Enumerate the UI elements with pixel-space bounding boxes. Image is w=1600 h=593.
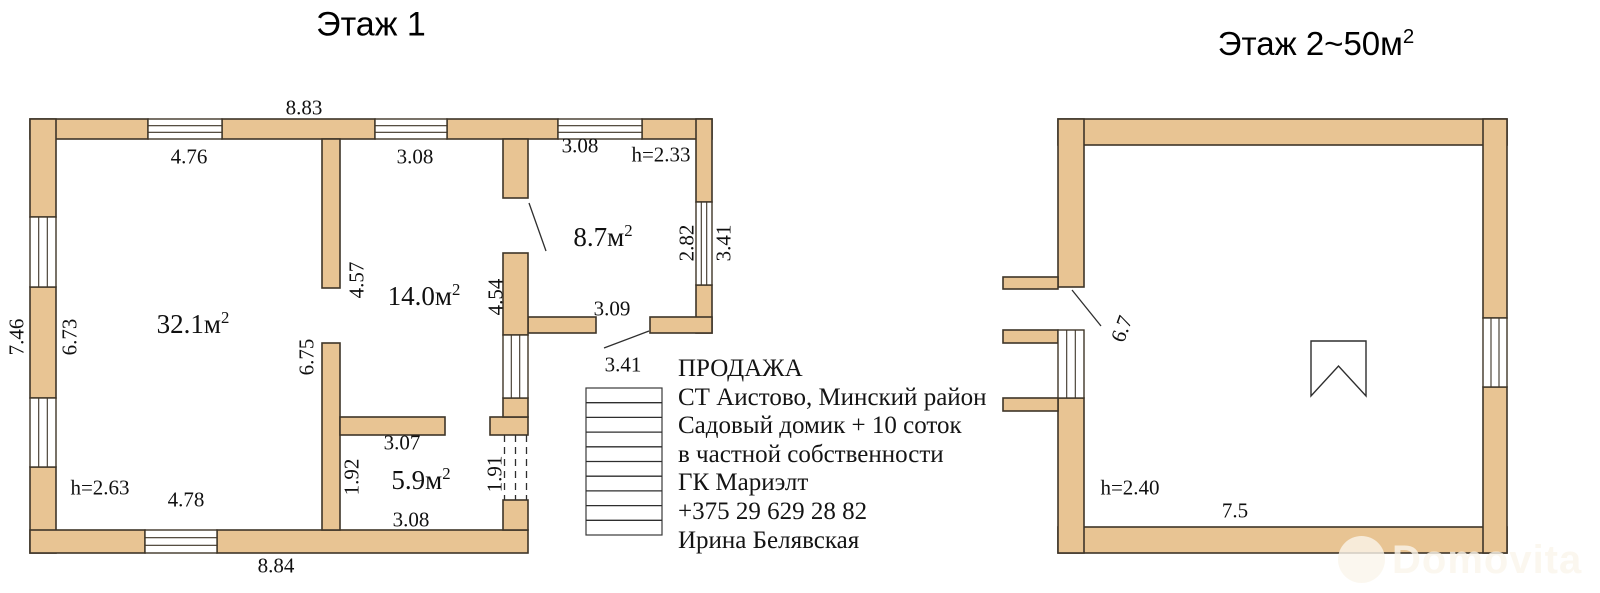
dimension-label: 3.09 [593, 296, 631, 321]
f1-left-wall-seg1 [29, 118, 57, 218]
room-area-label: 14.0м2 [387, 280, 461, 311]
room-area-label: 5.9м2 [391, 464, 451, 495]
f2-right-wall-seg2 [1482, 386, 1508, 554]
dimension-label: 4.54 [483, 278, 508, 316]
dimension-label: 3.08 [561, 133, 599, 158]
f1-top-window-right [557, 118, 643, 140]
dimension-label: 1.91 [482, 455, 507, 493]
f1-top-wall-seg3 [446, 118, 559, 140]
f1-interior-wall3-seg4 [502, 499, 529, 531]
room-area-label: 32.1м2 [156, 308, 230, 339]
f2-wall-stub-bottom [1002, 397, 1059, 412]
f1-interior-wall2-block [489, 416, 529, 436]
f1-right-wall-seg1 [695, 118, 713, 203]
listing-info-line: ПРОДАЖА [678, 355, 803, 382]
f1-door-swing-hall [603, 330, 650, 349]
room-area-label: 8.7м2 [573, 221, 633, 252]
superscript: 2 [624, 221, 633, 240]
f1-interior-wall3-seg1 [502, 138, 529, 199]
f1-bottom-wall-seg2 [216, 529, 529, 554]
superscript: 2 [220, 308, 230, 327]
f2-left-wall-seg2 [1057, 397, 1085, 554]
f1-dashed-opening [503, 435, 528, 500]
f1-left-window-lower [29, 397, 57, 468]
f1-interior-wall1-lower [321, 342, 341, 531]
f2-bottom-wall [1057, 526, 1508, 554]
dimension-label: 7.5 [1221, 498, 1249, 523]
f1-interior-wall2 [339, 416, 446, 436]
listing-info-line: в частной собственности [678, 440, 944, 468]
listing-info-line: СТ Аистово, Минский район [678, 383, 987, 411]
f1-door-swing-room87 [528, 202, 547, 252]
f1-left-window-upper [29, 216, 57, 288]
f1-interior-wall3-seg2 [502, 252, 529, 336]
f1-room87-bottom-wall-right [649, 316, 713, 334]
f1-interior-wall3-seg3 [502, 397, 529, 418]
listing-info-line: Садовый домик + 10 соток [678, 412, 962, 440]
dimension-label: 8.83 [285, 95, 323, 120]
listing-info-line: ГК Мариэлт [678, 469, 809, 497]
f2-right-wall-seg1 [1482, 118, 1508, 319]
dimension-label: h=2.40 [1100, 475, 1160, 500]
watermark-logo-circle [1338, 536, 1385, 583]
dimension-label: 1.92 [339, 458, 364, 496]
f2-stairs-arrow-symbol [1310, 340, 1367, 398]
f2-wall-stub-top [1002, 276, 1059, 290]
dimension-label: 6.75 [294, 338, 319, 376]
f1-bottom-wall-seg1 [29, 529, 146, 554]
dimension-label: 3.41 [604, 352, 642, 377]
f1-bottom-window [144, 529, 218, 554]
floor2-title: Этаж 2~50м2 [1217, 25, 1415, 62]
superscript: 2 [451, 280, 461, 299]
f1-room87-bottom-wall-left [527, 316, 597, 334]
f2-left-window [1057, 329, 1085, 399]
f1-top-window-middle [374, 118, 448, 140]
floor1-title: Этаж 1 [316, 5, 426, 44]
f1-right-window [695, 201, 713, 286]
dimension-label: 4.57 [344, 261, 369, 299]
dimension-label: 3.08 [396, 144, 434, 169]
dimension-label: 8.84 [257, 553, 295, 578]
dimension-label: h=2.33 [631, 142, 691, 167]
dimension-label: 3.08 [392, 507, 430, 532]
dimension-label: 7.46 [4, 318, 29, 356]
dimension-label: 6.73 [57, 318, 82, 356]
f1-interior-wall1-upper [321, 138, 341, 289]
superscript: 2 [1402, 25, 1415, 48]
dimension-label: h=2.63 [70, 475, 130, 500]
f1-top-wall-seg2 [221, 118, 376, 140]
listing-info-line: +375 29 629 28 82 [678, 497, 868, 525]
watermark-text: Domovita [1392, 538, 1583, 582]
f1-left-wall-seg2 [29, 286, 57, 399]
f1-top-window-left [147, 118, 223, 140]
f2-dim-leader-line [1071, 289, 1102, 327]
f1-interior-window [502, 334, 529, 399]
superscript: 2 [442, 464, 451, 483]
f1-staircase [585, 387, 663, 536]
listing-info-line: Ирина Белявская [678, 526, 860, 554]
f2-wall-stub-middle [1002, 329, 1059, 344]
dimension-label: 2.82 [674, 224, 699, 262]
dimension-label: 4.78 [167, 487, 205, 512]
f2-right-window [1482, 317, 1508, 388]
dimension-label: 3.07 [383, 430, 421, 455]
dimension-label: 4.76 [170, 144, 208, 169]
f2-top-wall [1057, 118, 1508, 146]
f2-left-wall-seg1 [1057, 118, 1085, 288]
dimension-label: 3.41 [711, 224, 736, 262]
